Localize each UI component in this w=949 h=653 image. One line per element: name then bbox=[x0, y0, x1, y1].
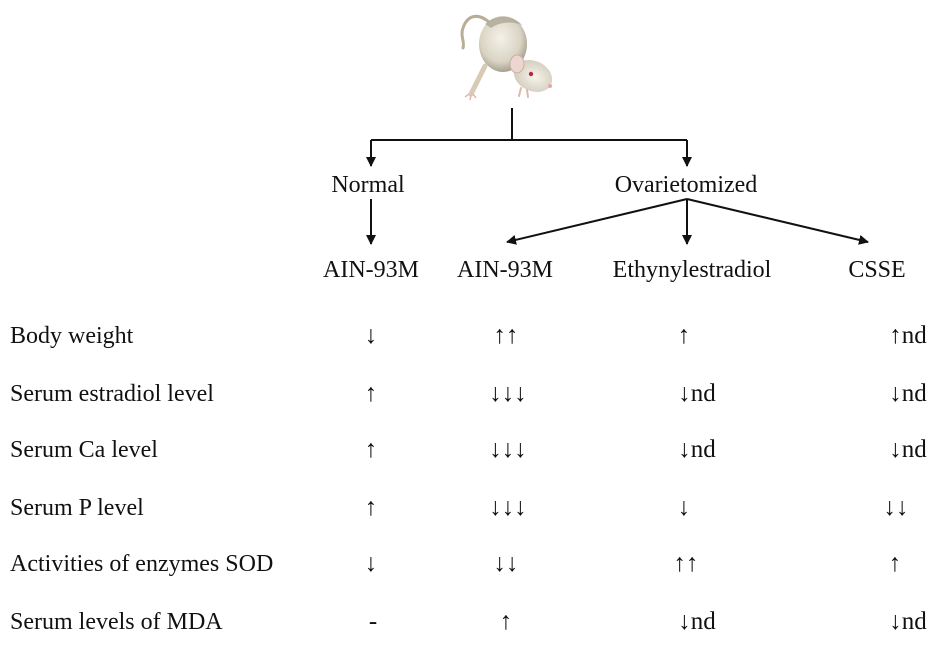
diet-label-csse: CSSE bbox=[848, 257, 906, 283]
cell-value: ↓↓↓ bbox=[489, 436, 527, 463]
group-ovariectomized-label: Ovarietomized bbox=[614, 172, 758, 198]
cell-value: ↓↓ bbox=[493, 550, 519, 577]
cell-value: ↓↓↓ bbox=[489, 380, 527, 407]
cell-value: ↓↓ bbox=[883, 494, 909, 521]
cell-value: ↑ bbox=[888, 550, 902, 577]
cell-value: ↑ bbox=[677, 322, 691, 349]
cell-value: ↓nd bbox=[678, 436, 716, 463]
cell-value: ↑ bbox=[499, 608, 513, 635]
cell-value: ↓nd bbox=[889, 380, 927, 407]
cell-value: ↑ bbox=[364, 494, 378, 521]
cell-value: ↑ bbox=[364, 380, 378, 407]
diet-label-ovx-ain93m: AIN-93M bbox=[457, 257, 553, 283]
row-label-serum-p: Serum P level bbox=[10, 495, 144, 521]
cell-value: ↓nd bbox=[678, 608, 716, 635]
cell-value: ↓↓↓ bbox=[489, 494, 527, 521]
group-normal-label: Normal bbox=[331, 172, 405, 198]
cell-value: ↑↑ bbox=[673, 550, 699, 577]
diet-label-normal-ain93m: AIN-93M bbox=[323, 257, 419, 283]
row-label-serum-ca: Serum Ca level bbox=[10, 437, 158, 463]
cell-value: ↓ bbox=[677, 494, 691, 521]
row-label-serum-estradiol: Serum estradiol level bbox=[10, 381, 214, 407]
row-label-sod-activity: Activities of enzymes SOD bbox=[10, 551, 274, 577]
cell-value: ↓nd bbox=[889, 436, 927, 463]
row-label-body-weight: Body weight bbox=[10, 323, 134, 349]
cell-value: ↓nd bbox=[889, 608, 927, 635]
arrow-ovx-to-csse bbox=[686, 198, 869, 245]
cell-value: - bbox=[368, 608, 378, 635]
row-label-serum-mda: Serum levels of MDA bbox=[10, 609, 223, 635]
rat-icon bbox=[460, 14, 553, 101]
cell-value: ↓ bbox=[364, 550, 378, 577]
cell-value: ↓ bbox=[364, 322, 378, 349]
cell-value: ↑↑ bbox=[493, 322, 519, 349]
arrow-ovx-to-ain bbox=[506, 198, 688, 245]
cell-value: ↑nd bbox=[889, 322, 927, 349]
cell-value: ↑ bbox=[364, 436, 378, 463]
cell-value: ↓nd bbox=[678, 380, 716, 407]
diet-label-ethynylestradiol: Ethynylestradiol bbox=[612, 257, 772, 283]
